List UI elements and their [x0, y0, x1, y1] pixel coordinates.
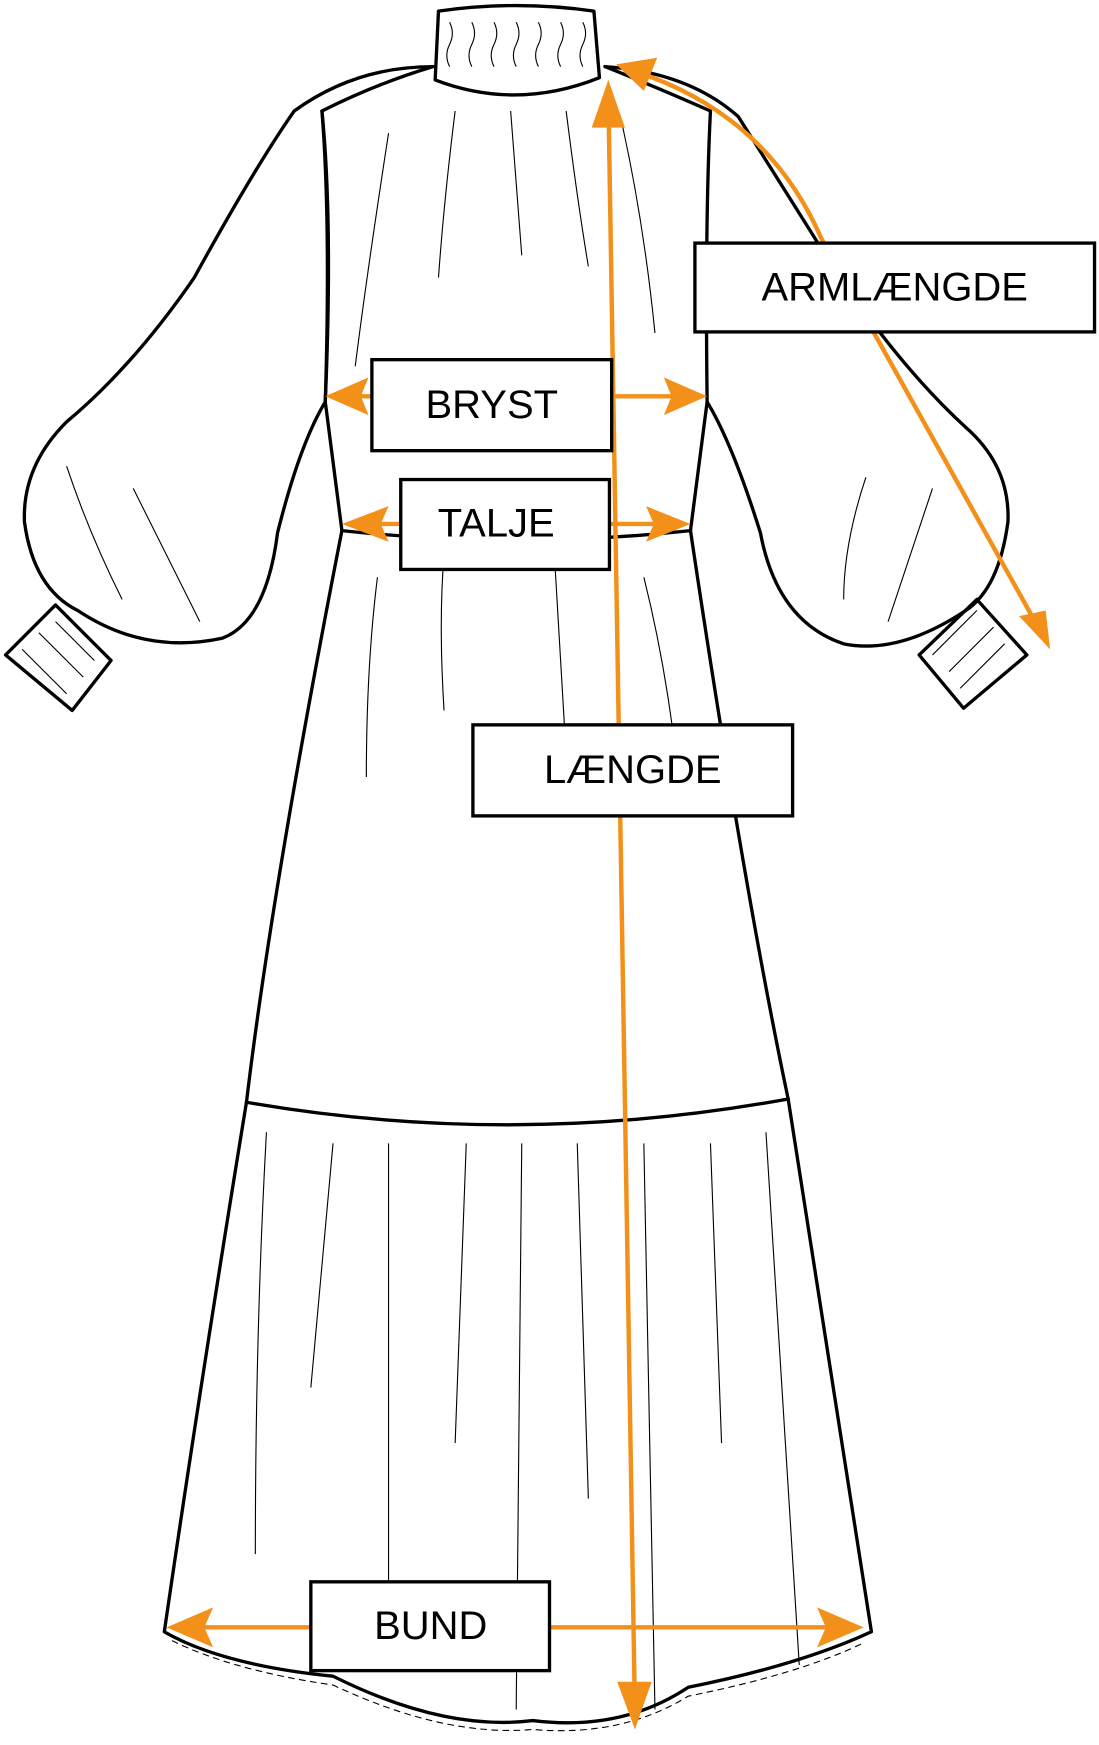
waist-label: TALJE: [438, 502, 555, 546]
arrowhead-icon: [616, 57, 658, 92]
length-label: LÆNGDE: [544, 748, 722, 792]
arrowhead-icon: [341, 506, 389, 542]
arrowhead-icon: [663, 377, 708, 416]
arrowhead-icon: [1019, 610, 1051, 650]
arrowhead-icon: [325, 377, 369, 416]
chest-label: BRYST: [426, 383, 558, 427]
dress-illustration: [3, 3, 1029, 1732]
arrowhead-icon: [817, 1607, 864, 1648]
waist-measurement: TALJE: [341, 477, 691, 572]
hem-label: BUND: [374, 1604, 487, 1648]
sleeve-length-measurement: ARMLÆNGDE: [616, 57, 1097, 650]
sleeve-length-label: ARMLÆNGDE: [762, 265, 1028, 309]
arrowhead-icon: [617, 1681, 652, 1730]
arrowhead-icon: [646, 506, 691, 542]
length-measurement: LÆNGDE: [471, 79, 795, 1730]
arrowhead-icon: [166, 1607, 214, 1648]
chest-measurement: BRYST: [325, 357, 708, 453]
hem-measurement: BUND: [166, 1580, 864, 1673]
arrowhead-icon: [591, 79, 625, 128]
